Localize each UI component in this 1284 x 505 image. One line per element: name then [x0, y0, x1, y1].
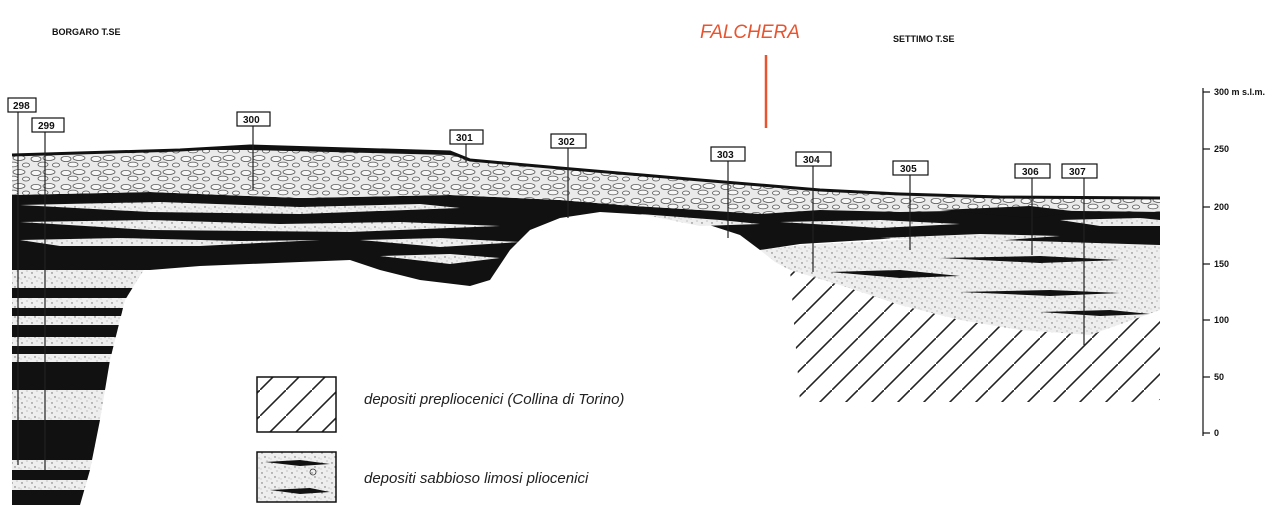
- well-304: 304: [796, 152, 831, 166]
- svg-text:306: 306: [1022, 167, 1039, 178]
- scale-tick-100: 100: [1214, 315, 1229, 325]
- scale-tick-50: 50: [1214, 372, 1224, 382]
- legend-swatch-hatch: [257, 377, 336, 432]
- well-305: 305: [893, 161, 928, 175]
- svg-text:304: 304: [803, 155, 820, 166]
- svg-text:301: 301: [456, 133, 473, 144]
- legend-label-pliocene: depositi sabbioso limosi pliocenici: [364, 470, 589, 487]
- well-302: 302: [551, 134, 586, 148]
- well-306: 306: [1015, 164, 1050, 178]
- well-298: 298: [8, 98, 36, 112]
- scale-tick-200: 200: [1214, 202, 1229, 212]
- location-falchera: FALCHERA: [700, 22, 800, 43]
- location-settimo: SETTIMO T.SE: [893, 34, 955, 44]
- legend-item-prepliocene: depositi prepliocenici (Collina di Torin…: [257, 377, 624, 432]
- location-borgaro: BORGARO T.SE: [52, 27, 121, 37]
- well-300: 300: [237, 112, 270, 126]
- well-299: 299: [32, 118, 64, 132]
- legend: depositi prepliocenici (Collina di Torin…: [257, 377, 624, 502]
- elevation-scale: 300 m s.l.m. 250 200 150 100 50 0: [1203, 87, 1265, 438]
- legend-swatch-stipple: [257, 452, 336, 502]
- well-303: 303: [711, 147, 745, 161]
- left-borehole-column: [12, 260, 152, 505]
- scale-tick-250: 250: [1214, 144, 1229, 154]
- svg-text:307: 307: [1069, 167, 1086, 178]
- svg-text:302: 302: [558, 137, 575, 148]
- svg-text:305: 305: [900, 164, 917, 175]
- well-301: 301: [450, 130, 483, 144]
- well-307: 307: [1062, 164, 1097, 178]
- svg-text:299: 299: [38, 121, 55, 132]
- svg-text:298: 298: [13, 101, 30, 112]
- legend-item-pliocene: depositi sabbioso limosi pliocenici: [257, 452, 589, 502]
- svg-text:303: 303: [717, 150, 734, 161]
- scale-tick-0: 0: [1214, 428, 1219, 438]
- scale-top-label: 300 m s.l.m.: [1214, 87, 1265, 97]
- legend-label-prepliocene: depositi prepliocenici (Collina di Torin…: [364, 391, 624, 408]
- scale-tick-150: 150: [1214, 259, 1229, 269]
- svg-text:300: 300: [243, 115, 260, 126]
